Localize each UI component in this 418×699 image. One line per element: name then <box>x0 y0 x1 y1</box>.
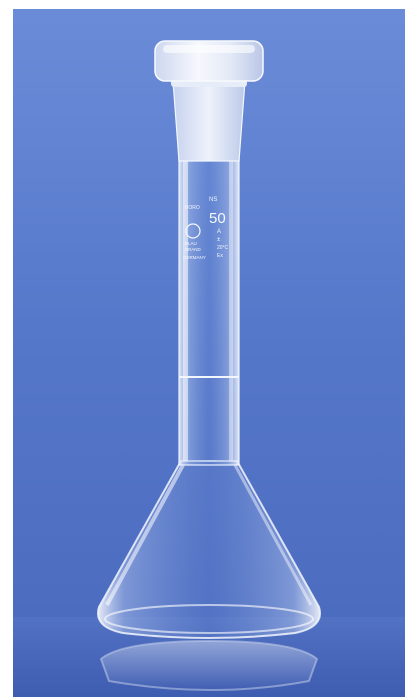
maker-line-1: BLAU <box>185 241 197 246</box>
marking-line-2: ± <box>217 237 221 243</box>
marking-line-1: A <box>217 229 221 235</box>
ground-joint <box>171 75 247 162</box>
country-label: GERMANY <box>183 255 206 260</box>
marking-line-4: Ex <box>217 253 223 259</box>
flask-body <box>97 460 321 639</box>
brand-logo-icon <box>185 223 201 239</box>
stopper <box>154 40 264 82</box>
flask-neck <box>178 158 240 466</box>
maker-line-2: BRAND <box>185 247 202 252</box>
flask-markings: NS BORO 50 BLAU BRAND GERMANY A ± 20°C E… <box>183 197 229 260</box>
glass-label: BORO <box>185 205 200 211</box>
class-label: NS <box>209 197 217 203</box>
capacity-label: 50 <box>209 210 226 227</box>
flask-photo: NS BORO 50 BLAU BRAND GERMANY A ± 20°C E… <box>13 9 405 697</box>
flask-reflection <box>99 639 319 691</box>
marking-line-3: 20°C <box>217 245 229 251</box>
